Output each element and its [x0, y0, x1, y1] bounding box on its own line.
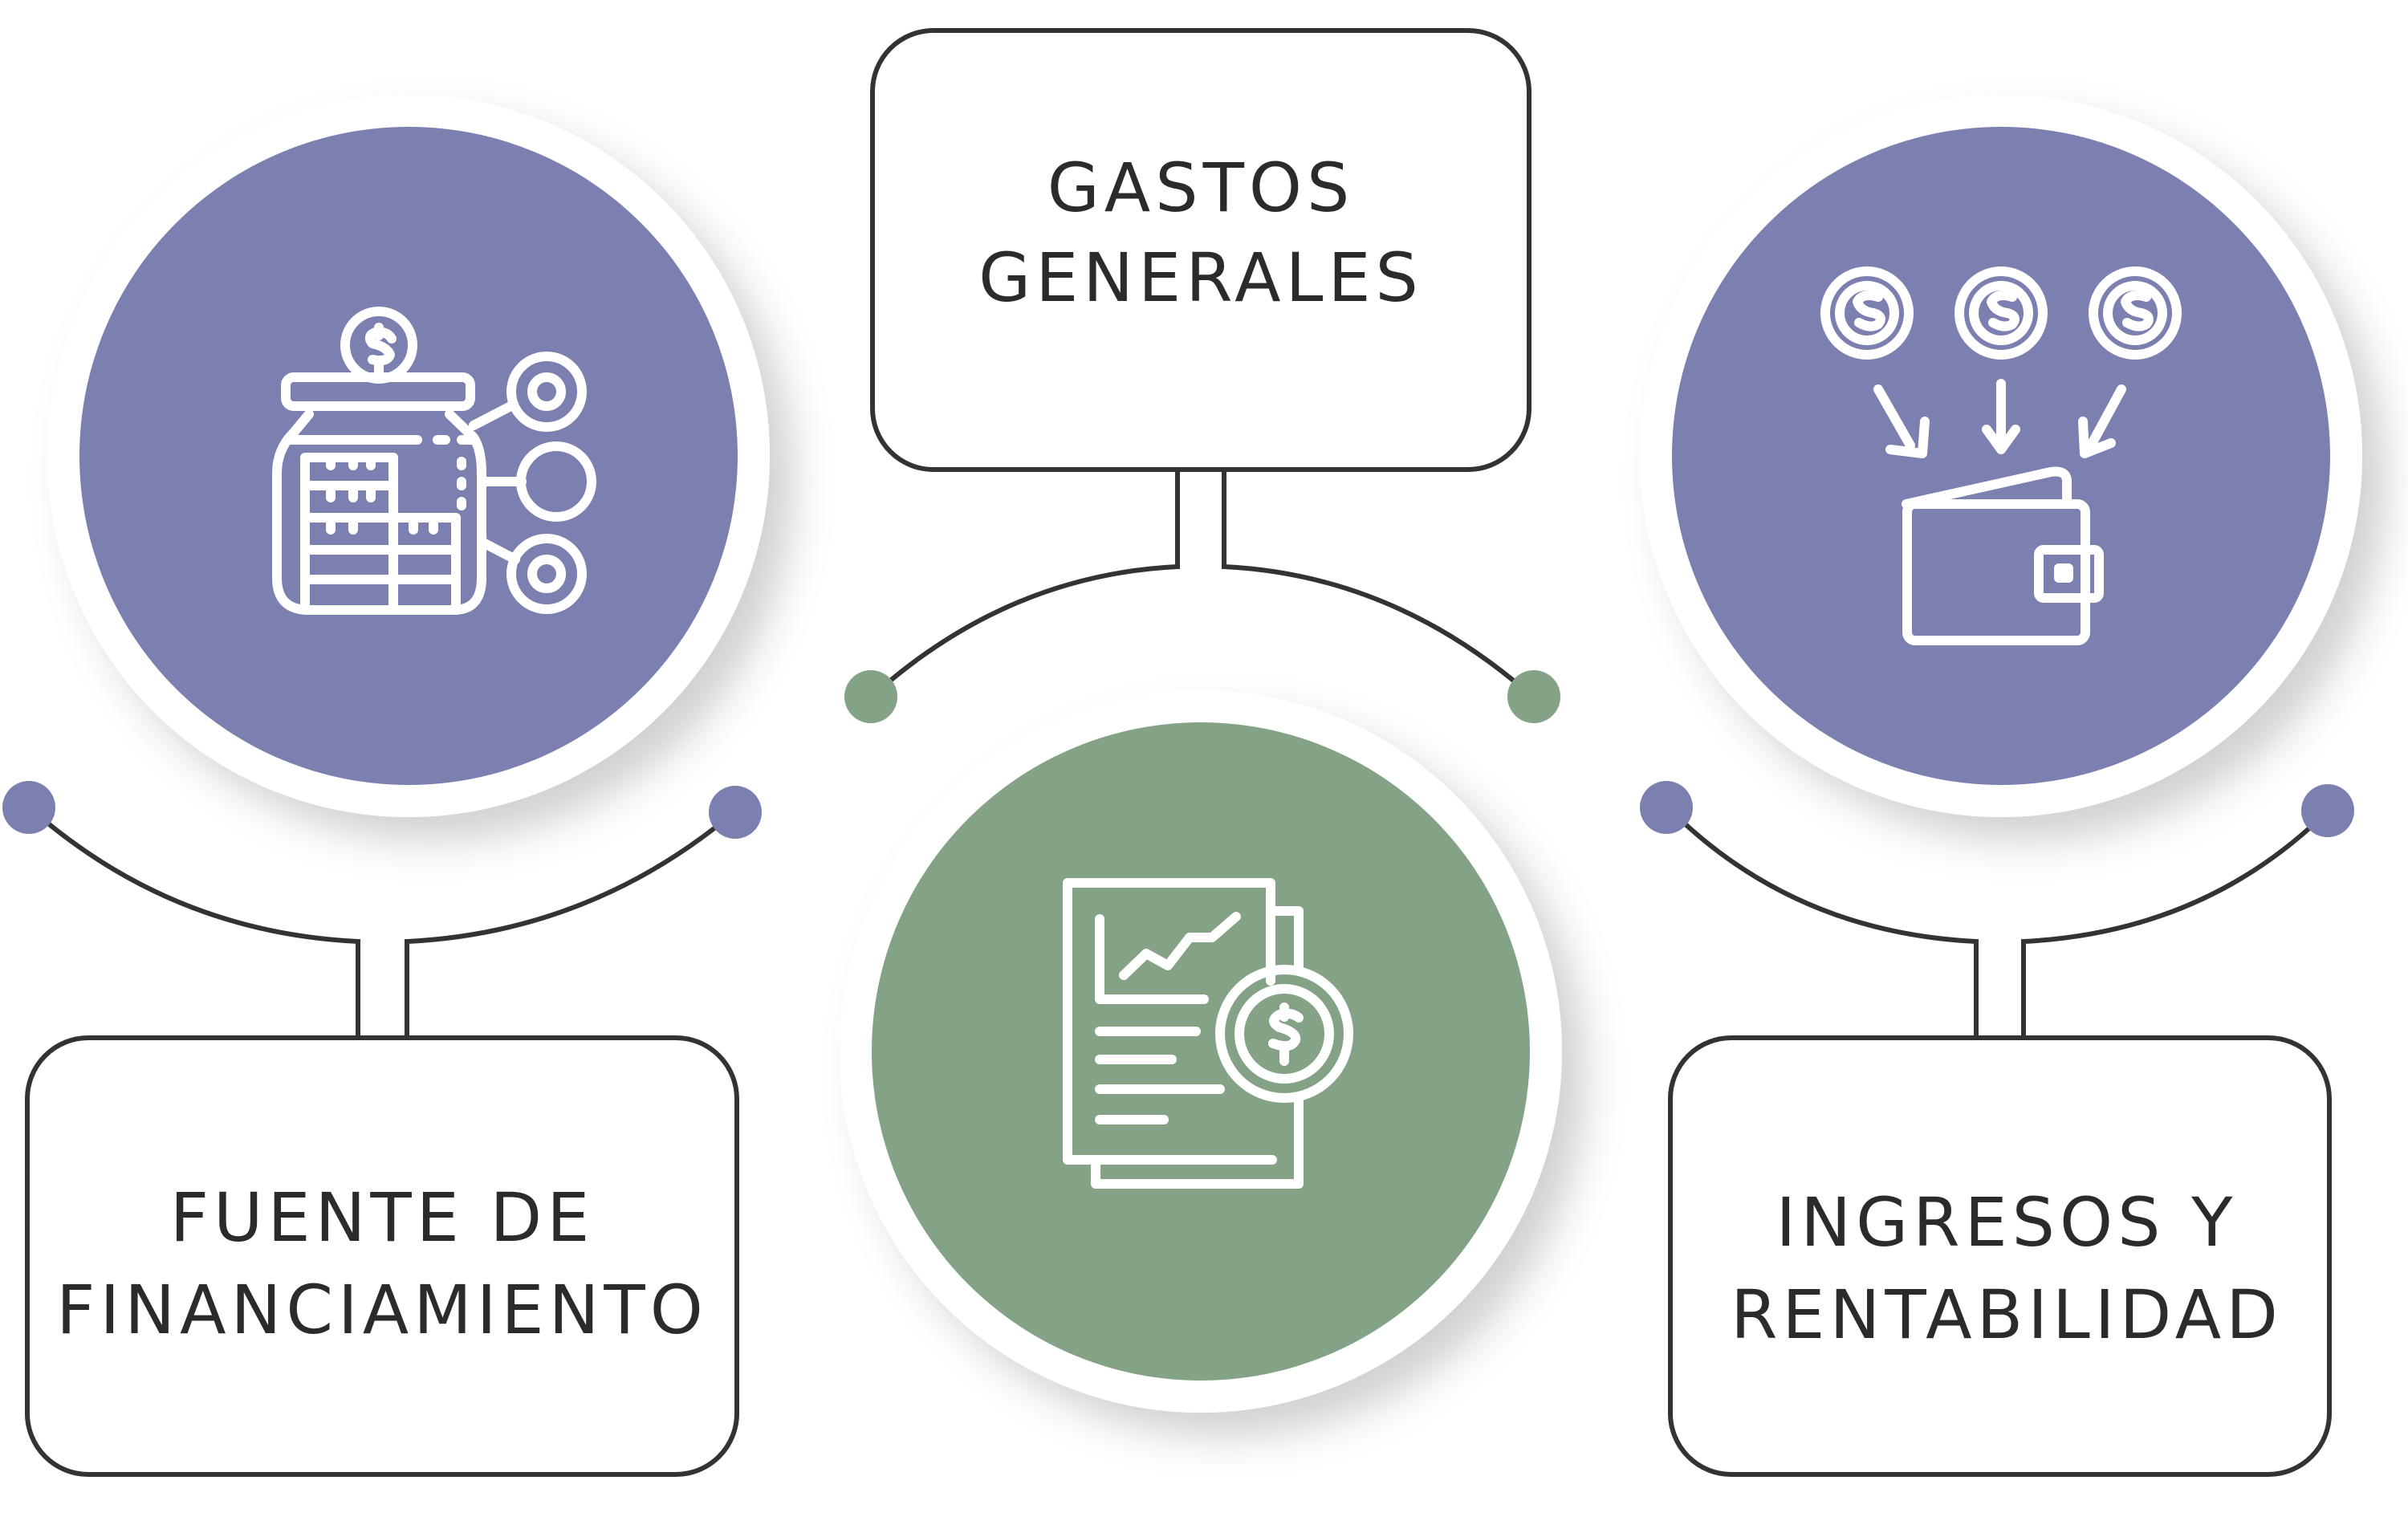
- dot: [1640, 781, 1693, 834]
- box-fuente-de-financiamiento: [25, 1035, 739, 1477]
- label-fuente-line2: FINANCIAMIENTO: [56, 1271, 708, 1349]
- label-gastos-line2: GENERALES: [978, 238, 1423, 317]
- coins-into-wallet-icon: [1820, 266, 2182, 645]
- dot: [2301, 784, 2354, 837]
- box-gastos-generales: [870, 28, 1531, 472]
- connectors: [37, 470, 2322, 1038]
- dot: [844, 670, 897, 723]
- label-ingresos-line2: RENTABILIDAD: [1731, 1275, 2283, 1354]
- label-ingresos-line1: INGRESOS Y: [1776, 1183, 2238, 1262]
- connector-left-left: [37, 813, 360, 1038]
- circle-fuente: [47, 95, 770, 817]
- label-gastos-line1: GASTOS: [1047, 148, 1355, 227]
- connector-top-left: [877, 470, 1180, 693]
- connector-right-right: [2021, 816, 2322, 1038]
- dot: [2, 781, 55, 834]
- dot: [1507, 670, 1560, 723]
- coin-jar-savings-icon: [272, 307, 596, 615]
- connector-right-left: [1674, 813, 1979, 1038]
- circle-gastos: [840, 690, 1562, 1413]
- label-fuente-line1: FUENTE DE: [170, 1178, 595, 1257]
- dot: [709, 786, 762, 839]
- connector-dots: [2, 670, 2354, 839]
- circle-ingresos: [1640, 95, 2362, 817]
- connector-left-right: [405, 816, 728, 1038]
- financial-report-dollar-icon: [1063, 878, 1353, 1189]
- connector-top-right: [1222, 470, 1527, 693]
- box-ingresos-y-rentabilidad: [1668, 1035, 2332, 1477]
